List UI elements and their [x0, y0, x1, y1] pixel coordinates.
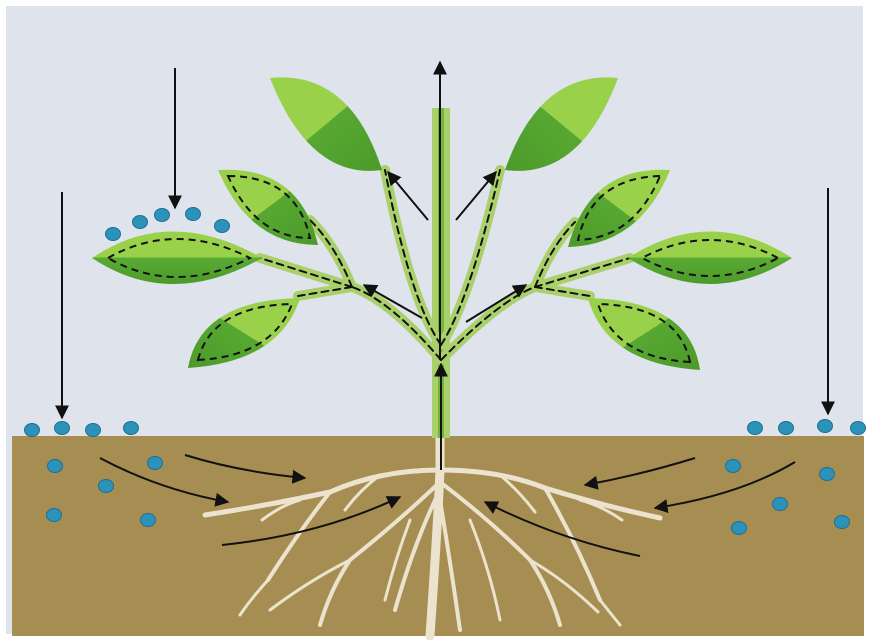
particle-21: [732, 522, 747, 535]
particle-3: [186, 208, 201, 221]
particle-4: [215, 220, 230, 233]
particle-2: [155, 209, 170, 222]
particle-6: [55, 422, 70, 435]
particle-17: [851, 422, 866, 435]
particle-18: [726, 460, 741, 473]
particle-7: [86, 424, 101, 437]
particle-1: [133, 216, 148, 229]
particle-10: [148, 457, 163, 470]
particle-0: [106, 228, 121, 241]
particle-19: [820, 468, 835, 481]
particle-20: [773, 498, 788, 511]
particle-22: [835, 516, 850, 529]
particle-14: [748, 422, 763, 435]
particle-5: [25, 424, 40, 437]
particle-16: [818, 420, 833, 433]
particle-15: [779, 422, 794, 435]
particle-13: [141, 514, 156, 527]
particle-12: [47, 509, 62, 522]
particle-8: [124, 422, 139, 435]
particle-9: [48, 460, 63, 473]
particle-11: [99, 480, 114, 493]
